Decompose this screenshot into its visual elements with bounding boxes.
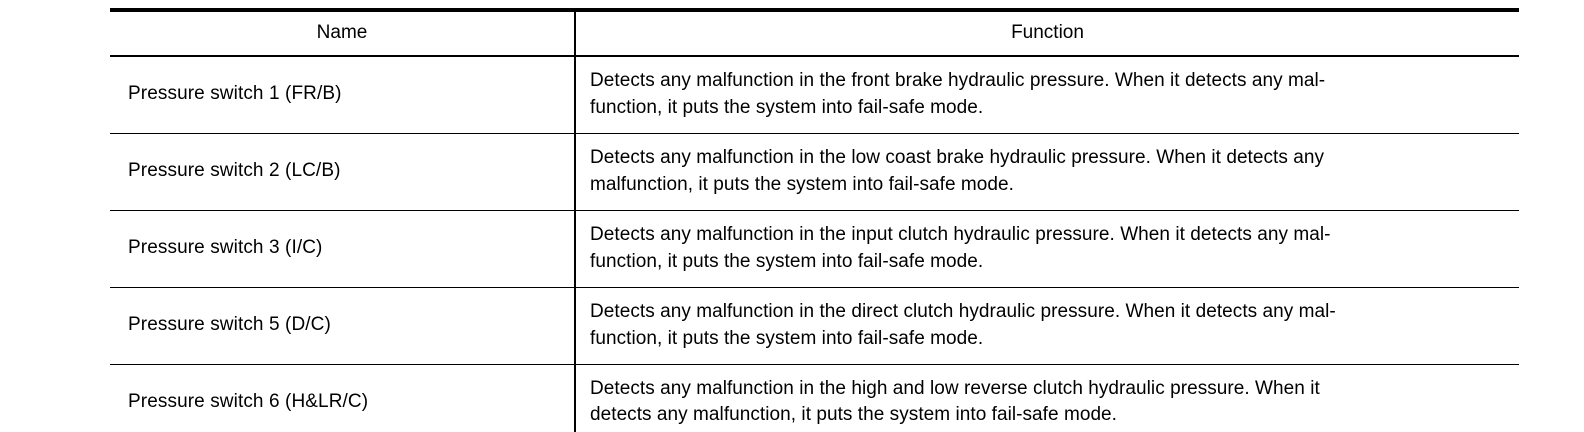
function-text-line: function, it puts the system into fail-s… [590,327,984,349]
cell-switch-function: Detects any malfunction in the high and … [575,364,1519,432]
cell-switch-name: Pressure switch 3 (I/C) [110,210,576,288]
table-row: Pressure switch 1 (FR/B) Detects any malf… [110,55,1519,134]
table-row: Pressure switch 5 (D/C) Detects any malfu… [110,287,1519,365]
pressure-switch-function-table: Name Function Pressure switch 1 (FR/B) De… [110,8,1519,432]
cell-switch-function: Detects any malfunction in the input clu… [575,210,1519,288]
table-row: Pressure switch 3 (I/C) Detects any malfu… [110,210,1519,288]
function-text-line: malfunction, it puts the system into fai… [590,173,1014,195]
cell-switch-name: Pressure switch 2 (LC/B) [110,133,576,211]
function-text-line: function, it puts the system into fail-s… [590,250,984,272]
cell-switch-function: Detects any malfunction in the direct cl… [575,287,1519,365]
table-row: Pressure switch 2 (LC/B) Detects any malf… [110,133,1519,211]
cell-switch-name: Pressure switch 6 (H&LR/C) [110,364,576,432]
column-header-name: Name [110,8,576,57]
spec-table-container: Name Function Pressure switch 1 (FR/B) De… [110,8,1519,432]
function-text-line: Detects any malfunction in the direct cl… [590,300,1336,322]
table-header-row: Name Function [110,8,1519,57]
function-text-line: Detects any malfunction in the low coast… [590,146,1325,168]
cell-switch-function: Detects any malfunction in the low coast… [575,133,1519,211]
cell-switch-name: Pressure switch 5 (D/C) [110,287,576,365]
table-header: Name Function [110,8,1519,57]
function-text-line: Detects any malfunction in the high and … [590,377,1320,399]
cell-switch-function: Detects any malfunction in the front bra… [575,55,1519,134]
table-row: Pressure switch 6 (H&LR/C) Detects any ma… [110,364,1519,432]
function-text-line: detects any malfunction, it puts the sys… [590,404,1118,426]
function-text-line: Detects any malfunction in the front bra… [590,69,1326,91]
function-text-line: Detects any malfunction in the input clu… [590,223,1331,245]
table-body: Pressure switch 1 (FR/B) Detects any malf… [110,55,1519,432]
column-header-function: Function [575,8,1519,57]
cell-switch-name: Pressure switch 1 (FR/B) [110,55,576,134]
function-text-line: function, it puts the system into fail-s… [590,96,984,118]
